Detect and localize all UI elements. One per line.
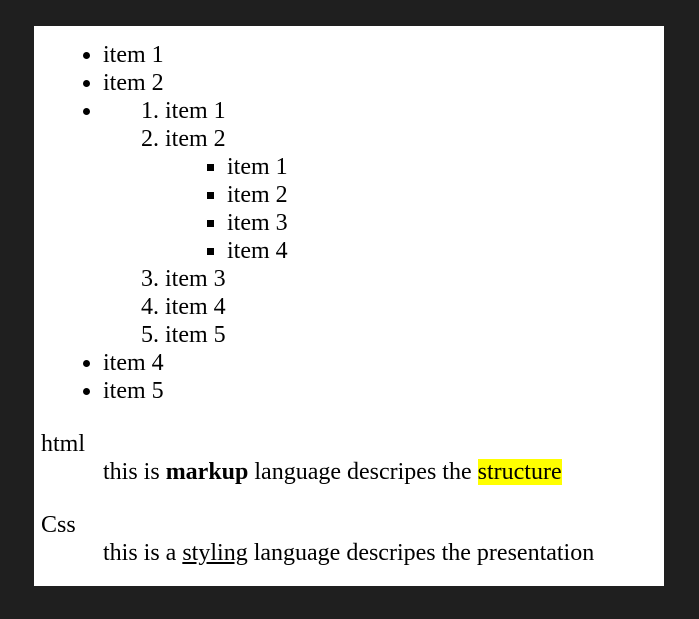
list-item-text: item 4 [227, 238, 288, 264]
desc-text: language descripes the presentation [247, 540, 595, 566]
list-item-text: item 3 [227, 210, 288, 236]
list-item-nested: item 1 item 2 item 1 item 2 item 3 item … [103, 97, 288, 349]
list-item-text: item 1 [227, 154, 288, 180]
desc-text: this is [103, 459, 166, 485]
ordered-list: item 1 item 2 item 1 item 2 item 3 item … [103, 97, 288, 349]
list-item: item 1 [103, 41, 288, 69]
square-list-item: item 2 [227, 181, 288, 209]
definition-css: Css this is a styling language descripes… [41, 511, 594, 567]
ordered-list-item: item 3 [165, 265, 288, 293]
highlighted-text: structure [477, 459, 562, 485]
list-item-text: item 2 [165, 126, 226, 152]
list-item-text: item 1 [165, 98, 226, 124]
definition-term-css: Css [41, 512, 76, 538]
square-list: item 1 item 2 item 3 item 4 [165, 153, 288, 265]
definition-desc-html: this is markup language descripes the st… [103, 458, 562, 486]
list-item: item 4 [103, 349, 288, 377]
square-list-item: item 1 [227, 153, 288, 181]
document-page: item 1 item 2 item 1 item 2 item 1 item … [34, 26, 664, 586]
square-list-item: item 3 [227, 209, 288, 237]
desc-text: language descripes the [248, 459, 478, 485]
bold-text: markup [165, 459, 249, 485]
desc-text: this is a [103, 540, 183, 566]
square-list-item: item 4 [227, 237, 288, 265]
list-item-text: item 1 [103, 42, 164, 68]
definition-desc-css: this is a styling language descripes the… [103, 539, 594, 567]
list-item: item 5 [103, 377, 288, 405]
list-item-text: item 4 [103, 350, 164, 376]
list-item-text: item 2 [227, 182, 288, 208]
ordered-list-item: item 4 [165, 293, 288, 321]
underlined-text: styling [182, 540, 248, 566]
list-item-text: item 3 [165, 266, 226, 292]
list-item: item 2 [103, 69, 288, 97]
definition-term-html: html [41, 431, 86, 457]
list-item-text: item 2 [103, 70, 164, 96]
definition-html: html this is markup language descripes t… [41, 430, 562, 486]
list-item-text: item 5 [103, 378, 164, 404]
ordered-list-item: item 2 item 1 item 2 item 3 item 4 [165, 125, 288, 265]
ordered-list-item: item 5 [165, 321, 288, 349]
list-item-text: item 5 [165, 322, 226, 348]
list-item-text: item 4 [165, 294, 226, 320]
ordered-list-item: item 1 [165, 97, 288, 125]
unordered-list: item 1 item 2 item 1 item 2 item 1 item … [103, 41, 288, 405]
